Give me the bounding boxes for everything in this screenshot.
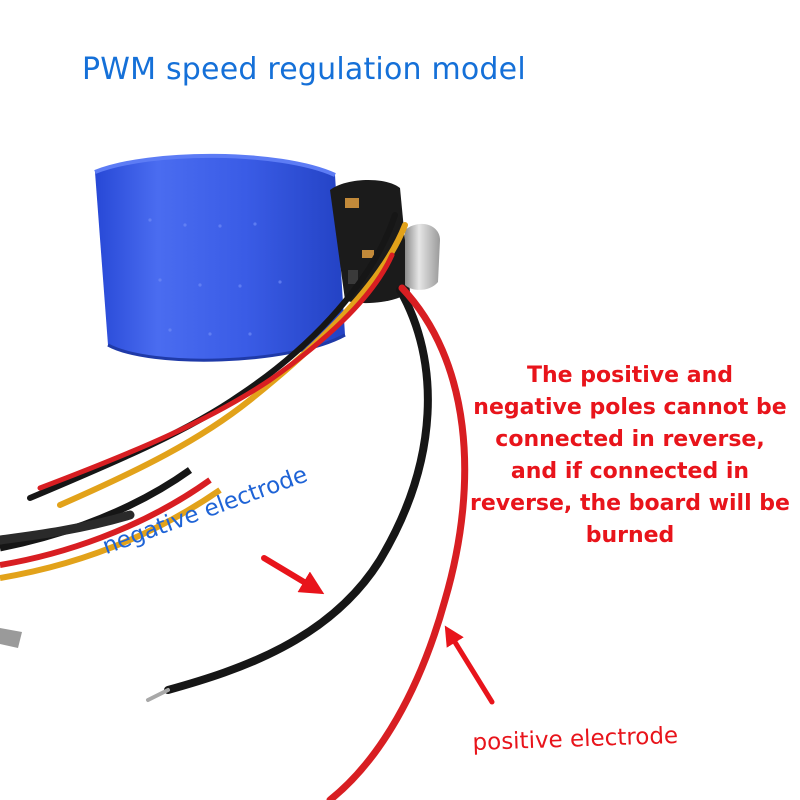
negative-arrow [261,555,325,595]
left-wire-bundle [0,467,222,648]
image-title: PWM speed regulation model [82,52,526,87]
polarity-warning: The positive and negative poles cannot b… [470,363,790,548]
red-wire-upper [37,252,395,491]
dark-wire-upper [27,212,398,501]
motor-body [94,153,346,362]
yellow-wire [57,222,408,508]
red-wire [326,284,469,800]
circuit-board [330,179,440,304]
black-wire [146,286,432,702]
positive-arrow [444,625,495,705]
